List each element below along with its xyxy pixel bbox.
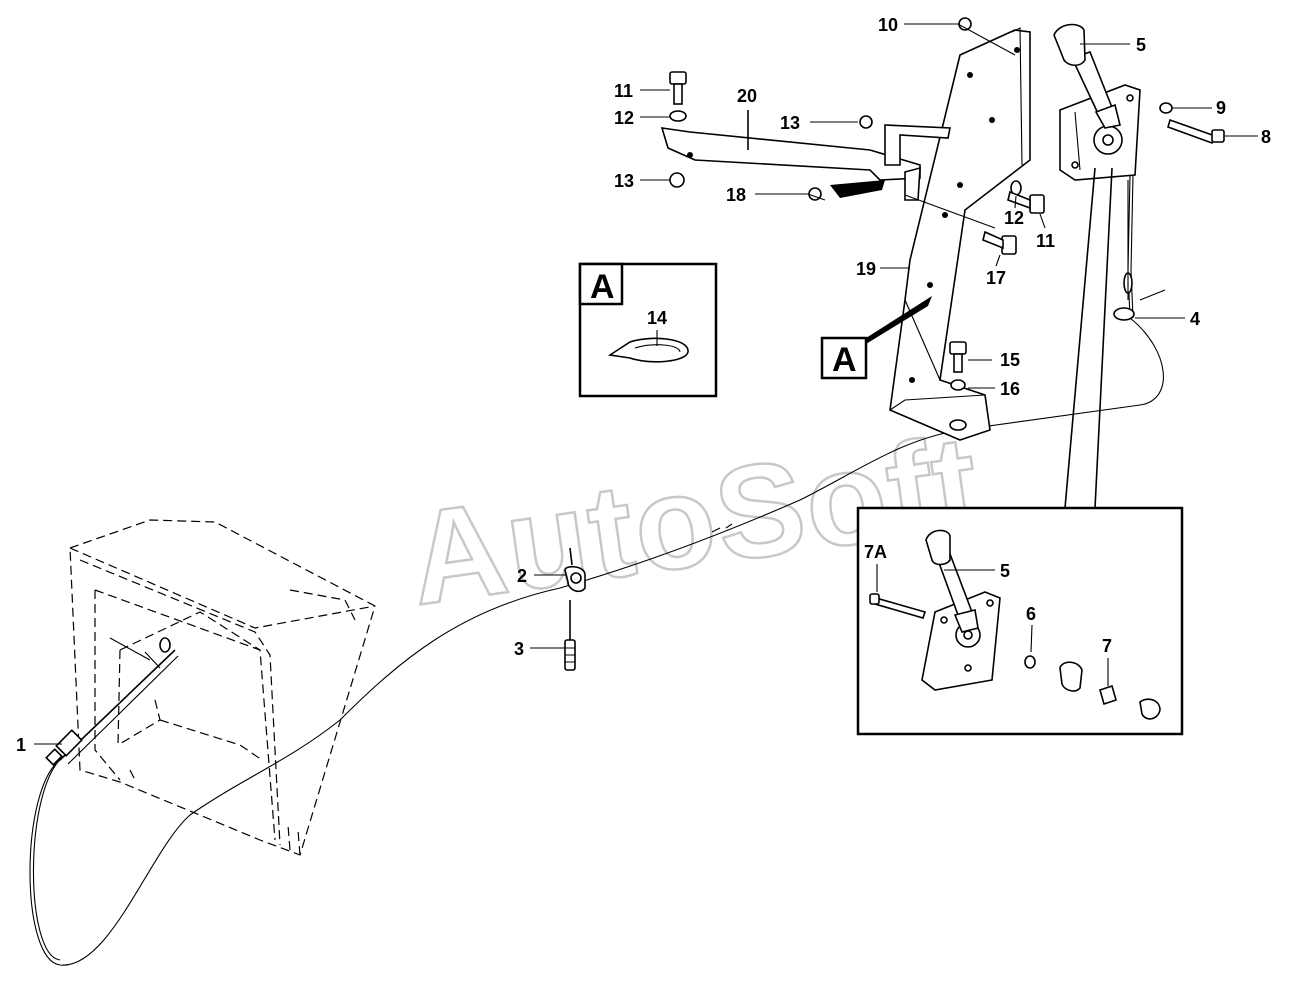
callout-18: 18	[726, 185, 746, 205]
callout-9: 9	[1216, 98, 1226, 118]
nut-13-left	[669, 172, 685, 188]
callout-13-top: 13	[780, 113, 800, 133]
callout-12-right: 12	[1004, 208, 1024, 228]
detail-box-a: A	[578, 262, 718, 398]
callout-14: 14	[647, 308, 667, 328]
bolt-8	[1167, 118, 1225, 145]
detail-box-label: A	[590, 268, 615, 306]
callout-5-inset: 5	[1000, 561, 1010, 581]
callout-15: 15	[1000, 350, 1020, 370]
callout-labels: 1 2 3 4 5 5 6 7 7A 8 9 10 11 11 12 12 13…	[16, 15, 1271, 755]
bolt-11-top	[669, 71, 687, 105]
pointer-label: A	[832, 341, 857, 379]
callout-8: 8	[1261, 127, 1271, 147]
callout-4: 4	[1190, 309, 1200, 329]
callout-11-right: 11	[1036, 231, 1055, 251]
nut-13-top	[859, 115, 873, 129]
inset-box	[856, 167, 1184, 736]
callout-10: 10	[878, 15, 898, 35]
callout-6: 6	[1026, 604, 1036, 624]
control-cable	[29, 174, 1166, 966]
cable-tie	[607, 337, 689, 363]
console-housing-dashed	[69, 519, 376, 856]
washer-9	[1159, 102, 1173, 114]
callout-16: 16	[1000, 379, 1020, 399]
bracket-20	[660, 110, 921, 201]
callout-17: 17	[986, 268, 1006, 288]
washer-16	[950, 379, 966, 391]
callout-19: 19	[856, 259, 876, 279]
callout-1: 1	[16, 735, 26, 755]
bolt-11-right	[1007, 190, 1045, 214]
callout-12-top: 12	[614, 108, 634, 128]
callout-2: 2	[517, 566, 527, 586]
screw	[564, 600, 576, 671]
bolt-17	[982, 230, 1017, 255]
washer-12-top	[669, 110, 687, 122]
callout-7: 7	[1102, 636, 1112, 656]
cable-clamp	[564, 547, 586, 593]
callout-11-top: 11	[614, 81, 633, 101]
control-lever-unit	[1053, 23, 1141, 181]
callout-5-main: 5	[1136, 35, 1146, 55]
leader-lines	[34, 23, 1258, 745]
grommet	[1113, 307, 1135, 321]
callout-20: 20	[737, 86, 757, 106]
cable-end-fitting	[45, 637, 179, 766]
callout-3: 3	[514, 639, 524, 659]
detail-pointer-a: A	[820, 296, 932, 380]
mounting-plate-19	[884, 27, 1031, 441]
callout-7a: 7A	[864, 542, 887, 562]
bolt-15	[949, 341, 967, 373]
callout-13-left: 13	[614, 171, 634, 191]
